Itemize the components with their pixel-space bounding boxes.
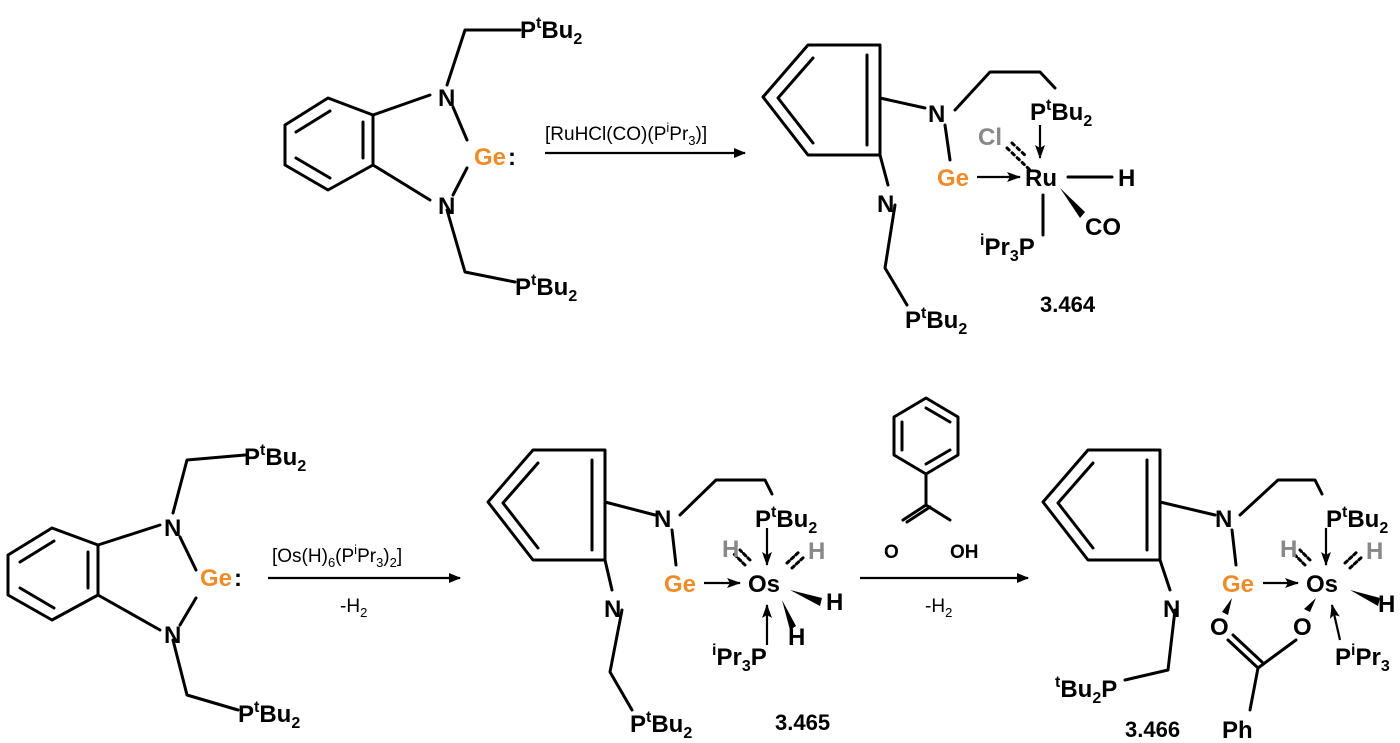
- ge-atom: Ge: [1222, 571, 1254, 598]
- ptbu2-label: tBu2P: [1055, 674, 1117, 707]
- pipr3-label: iPr3P: [980, 232, 1035, 265]
- byproduct-h2: -H2: [340, 596, 367, 620]
- reagent-os: [Os(H)6(PiPr3)2]: [272, 542, 402, 570]
- wedge-bond: [1060, 188, 1085, 218]
- ge-atom: Ge: [200, 565, 232, 592]
- reagent-ru: [RuHCl(CO)(PiPr3)]: [545, 120, 707, 148]
- ptbu2-label: PtBu2: [905, 305, 967, 338]
- n-atom: N: [438, 193, 455, 220]
- wedge-bond: [1222, 598, 1232, 615]
- hydride: H: [722, 536, 739, 563]
- hydride: H: [1118, 165, 1135, 192]
- carbonyl: CO: [1085, 214, 1121, 241]
- benzoic-acid: O OH: [884, 396, 979, 563]
- wedge-bond: [1304, 598, 1316, 612]
- n-atom: N: [1215, 506, 1232, 533]
- compound-3-465: N N Ge Os H H H H PtBu2 iPr3P PtBu2 3.46…: [486, 448, 843, 742]
- compound-3-466: N N Ge Os H H H O O PtBu2 PiPr3 tBu2P Ph…: [1041, 448, 1395, 743]
- o-atom: O: [1293, 614, 1312, 641]
- ptbu2-label: PtBu2: [630, 709, 692, 742]
- ge-atom: Ge: [664, 571, 696, 598]
- ptbu2-label: PtBu2: [238, 699, 300, 732]
- n-atom: N: [654, 506, 671, 533]
- dative-bond: [1330, 604, 1342, 641]
- ptbu2-label: PtBu2: [1030, 97, 1092, 130]
- ptbu2-label: PtBu2: [1326, 504, 1388, 537]
- ptbu2-label: PtBu2: [515, 272, 577, 305]
- compound-number: 3.466: [1125, 717, 1180, 742]
- hydride: H: [1280, 536, 1297, 563]
- lone-pair: :: [508, 144, 516, 171]
- phenyl: Ph: [1222, 717, 1253, 743]
- lone-pair: :: [234, 565, 242, 592]
- wedge-bond: [1350, 590, 1380, 606]
- n-atom: N: [877, 191, 894, 218]
- o-atom: O: [1210, 614, 1229, 641]
- germylene-top: N N Ge : PtBu2 PtBu2: [283, 15, 582, 305]
- wedge-bond: [782, 600, 796, 630]
- n-atom: N: [928, 101, 945, 128]
- n-atom: N: [164, 622, 181, 649]
- os-atom: Os: [748, 571, 780, 598]
- n-atom: N: [164, 515, 181, 542]
- hydride: H: [826, 589, 843, 616]
- ptbu2-label: PtBu2: [520, 15, 582, 48]
- germylene-bottom: N N Ge : PtBu2 PtBu2: [6, 442, 306, 732]
- n-atom: N: [604, 596, 621, 623]
- compound-number: 3.465: [775, 710, 830, 735]
- compound-3-464: N N Ge Ru H Cl CO PtBu2 iPr3P PtBu2 3.46…: [761, 43, 1135, 338]
- ptbu2-label: PtBu2: [244, 442, 306, 475]
- pipr3-label: PiPr3: [1335, 642, 1390, 675]
- carbonyl-oxygen: O: [884, 542, 899, 563]
- ge-atom: Ge: [474, 144, 506, 171]
- hydride: H: [788, 624, 805, 651]
- ge-atom: Ge: [937, 165, 969, 192]
- byproduct-h2: -H2: [925, 596, 952, 620]
- hydride: H: [808, 538, 825, 565]
- pipr3-label: iPr3P: [712, 642, 767, 675]
- hydroxyl: OH: [950, 542, 979, 563]
- n-atom: N: [1163, 596, 1180, 623]
- ptbu2-label: PtBu2: [755, 504, 817, 537]
- hydride: H: [1378, 591, 1395, 618]
- chloride: Cl: [978, 124, 1002, 151]
- ru-atom: Ru: [1025, 165, 1057, 192]
- n-atom: N: [438, 85, 455, 112]
- hydride: H: [1366, 538, 1383, 565]
- wedge-bond: [790, 590, 822, 606]
- compound-number: 3.464: [1040, 292, 1096, 317]
- os-atom: Os: [1306, 571, 1338, 598]
